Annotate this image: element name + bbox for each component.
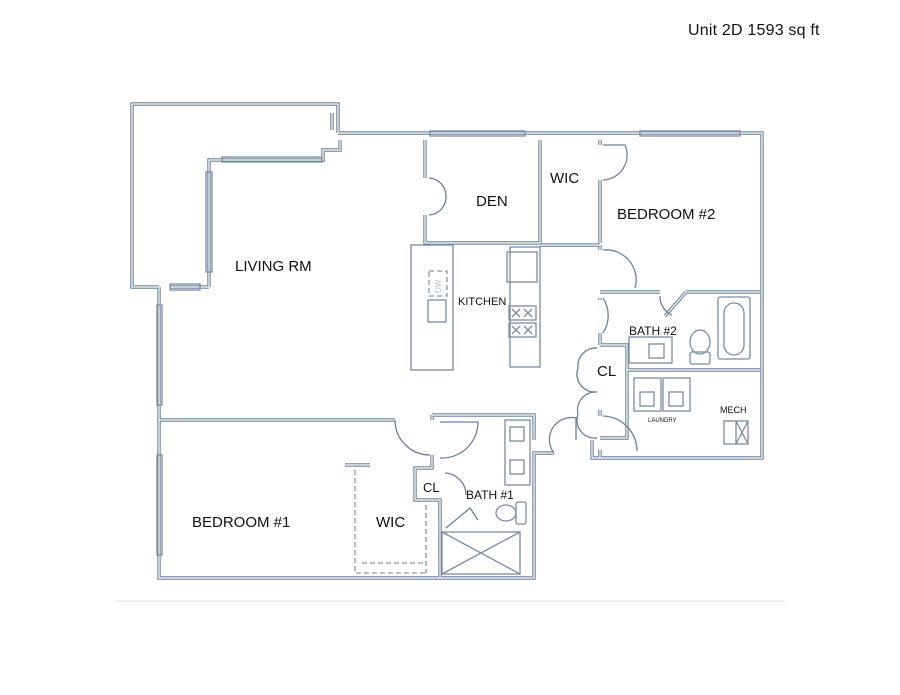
kitchen-sink bbox=[427, 299, 447, 323]
label-bath-1: BATH #1 bbox=[466, 488, 514, 502]
stove-top bbox=[508, 305, 537, 321]
label-cl-2: CL bbox=[597, 363, 616, 380]
label-living-rm: LIVING RM bbox=[235, 258, 312, 275]
label-wic-2: WIC bbox=[550, 170, 579, 187]
shower bbox=[441, 531, 521, 575]
walls bbox=[130, 102, 764, 580]
wall bbox=[157, 287, 554, 580]
dishwasher-outline bbox=[428, 270, 448, 297]
label-laundry: LAUNDRY bbox=[648, 418, 677, 424]
wall-inner-line bbox=[338, 132, 763, 459]
walls-inner bbox=[131, 103, 763, 579]
wic1-dashed-shelves bbox=[345, 465, 436, 575]
label-mech: MECH bbox=[720, 405, 747, 415]
label-wic-1: WIC bbox=[376, 514, 405, 531]
wall-inner-line bbox=[600, 291, 760, 317]
wall bbox=[600, 343, 629, 440]
wall bbox=[413, 415, 442, 578]
bath2-vanity bbox=[628, 336, 673, 364]
label-bath-2: BATH #2 bbox=[629, 324, 677, 338]
windows bbox=[156, 130, 741, 556]
bathtub bbox=[717, 296, 751, 360]
label-bedroom-2: BEDROOM #2 bbox=[617, 206, 715, 223]
wall-inner-line bbox=[432, 414, 535, 440]
bath2-sink bbox=[648, 343, 665, 359]
dryer bbox=[662, 377, 691, 412]
wall-inner-line bbox=[414, 415, 441, 578]
doors bbox=[394, 144, 673, 529]
refrigerator bbox=[506, 251, 538, 283]
unit-title: Unit 2D 1593 sq ft bbox=[688, 22, 820, 39]
kitchen-counter bbox=[509, 246, 541, 368]
label-dw: DW bbox=[434, 279, 443, 293]
wall bbox=[600, 290, 760, 318]
fixtures bbox=[410, 244, 751, 575]
wall-inner-line bbox=[158, 287, 554, 579]
wall-inner-line bbox=[208, 140, 341, 287]
bath1-toilet bbox=[495, 504, 517, 522]
label-cl-1: CL bbox=[423, 480, 440, 495]
bath1-vanity bbox=[504, 419, 531, 486]
wall bbox=[423, 140, 542, 245]
wall-inner-line bbox=[424, 140, 541, 244]
wall-inner-line bbox=[600, 344, 628, 439]
stove-bottom bbox=[508, 322, 537, 338]
bath2-toilet bbox=[689, 329, 711, 355]
washer bbox=[633, 377, 662, 412]
label-den: DEN bbox=[476, 193, 508, 210]
label-bedroom-1: BEDROOM #1 bbox=[192, 514, 290, 531]
wall-inner-line bbox=[131, 103, 339, 288]
label-kitchen: KITCHEN bbox=[458, 296, 506, 308]
kitchen-island bbox=[410, 244, 454, 371]
